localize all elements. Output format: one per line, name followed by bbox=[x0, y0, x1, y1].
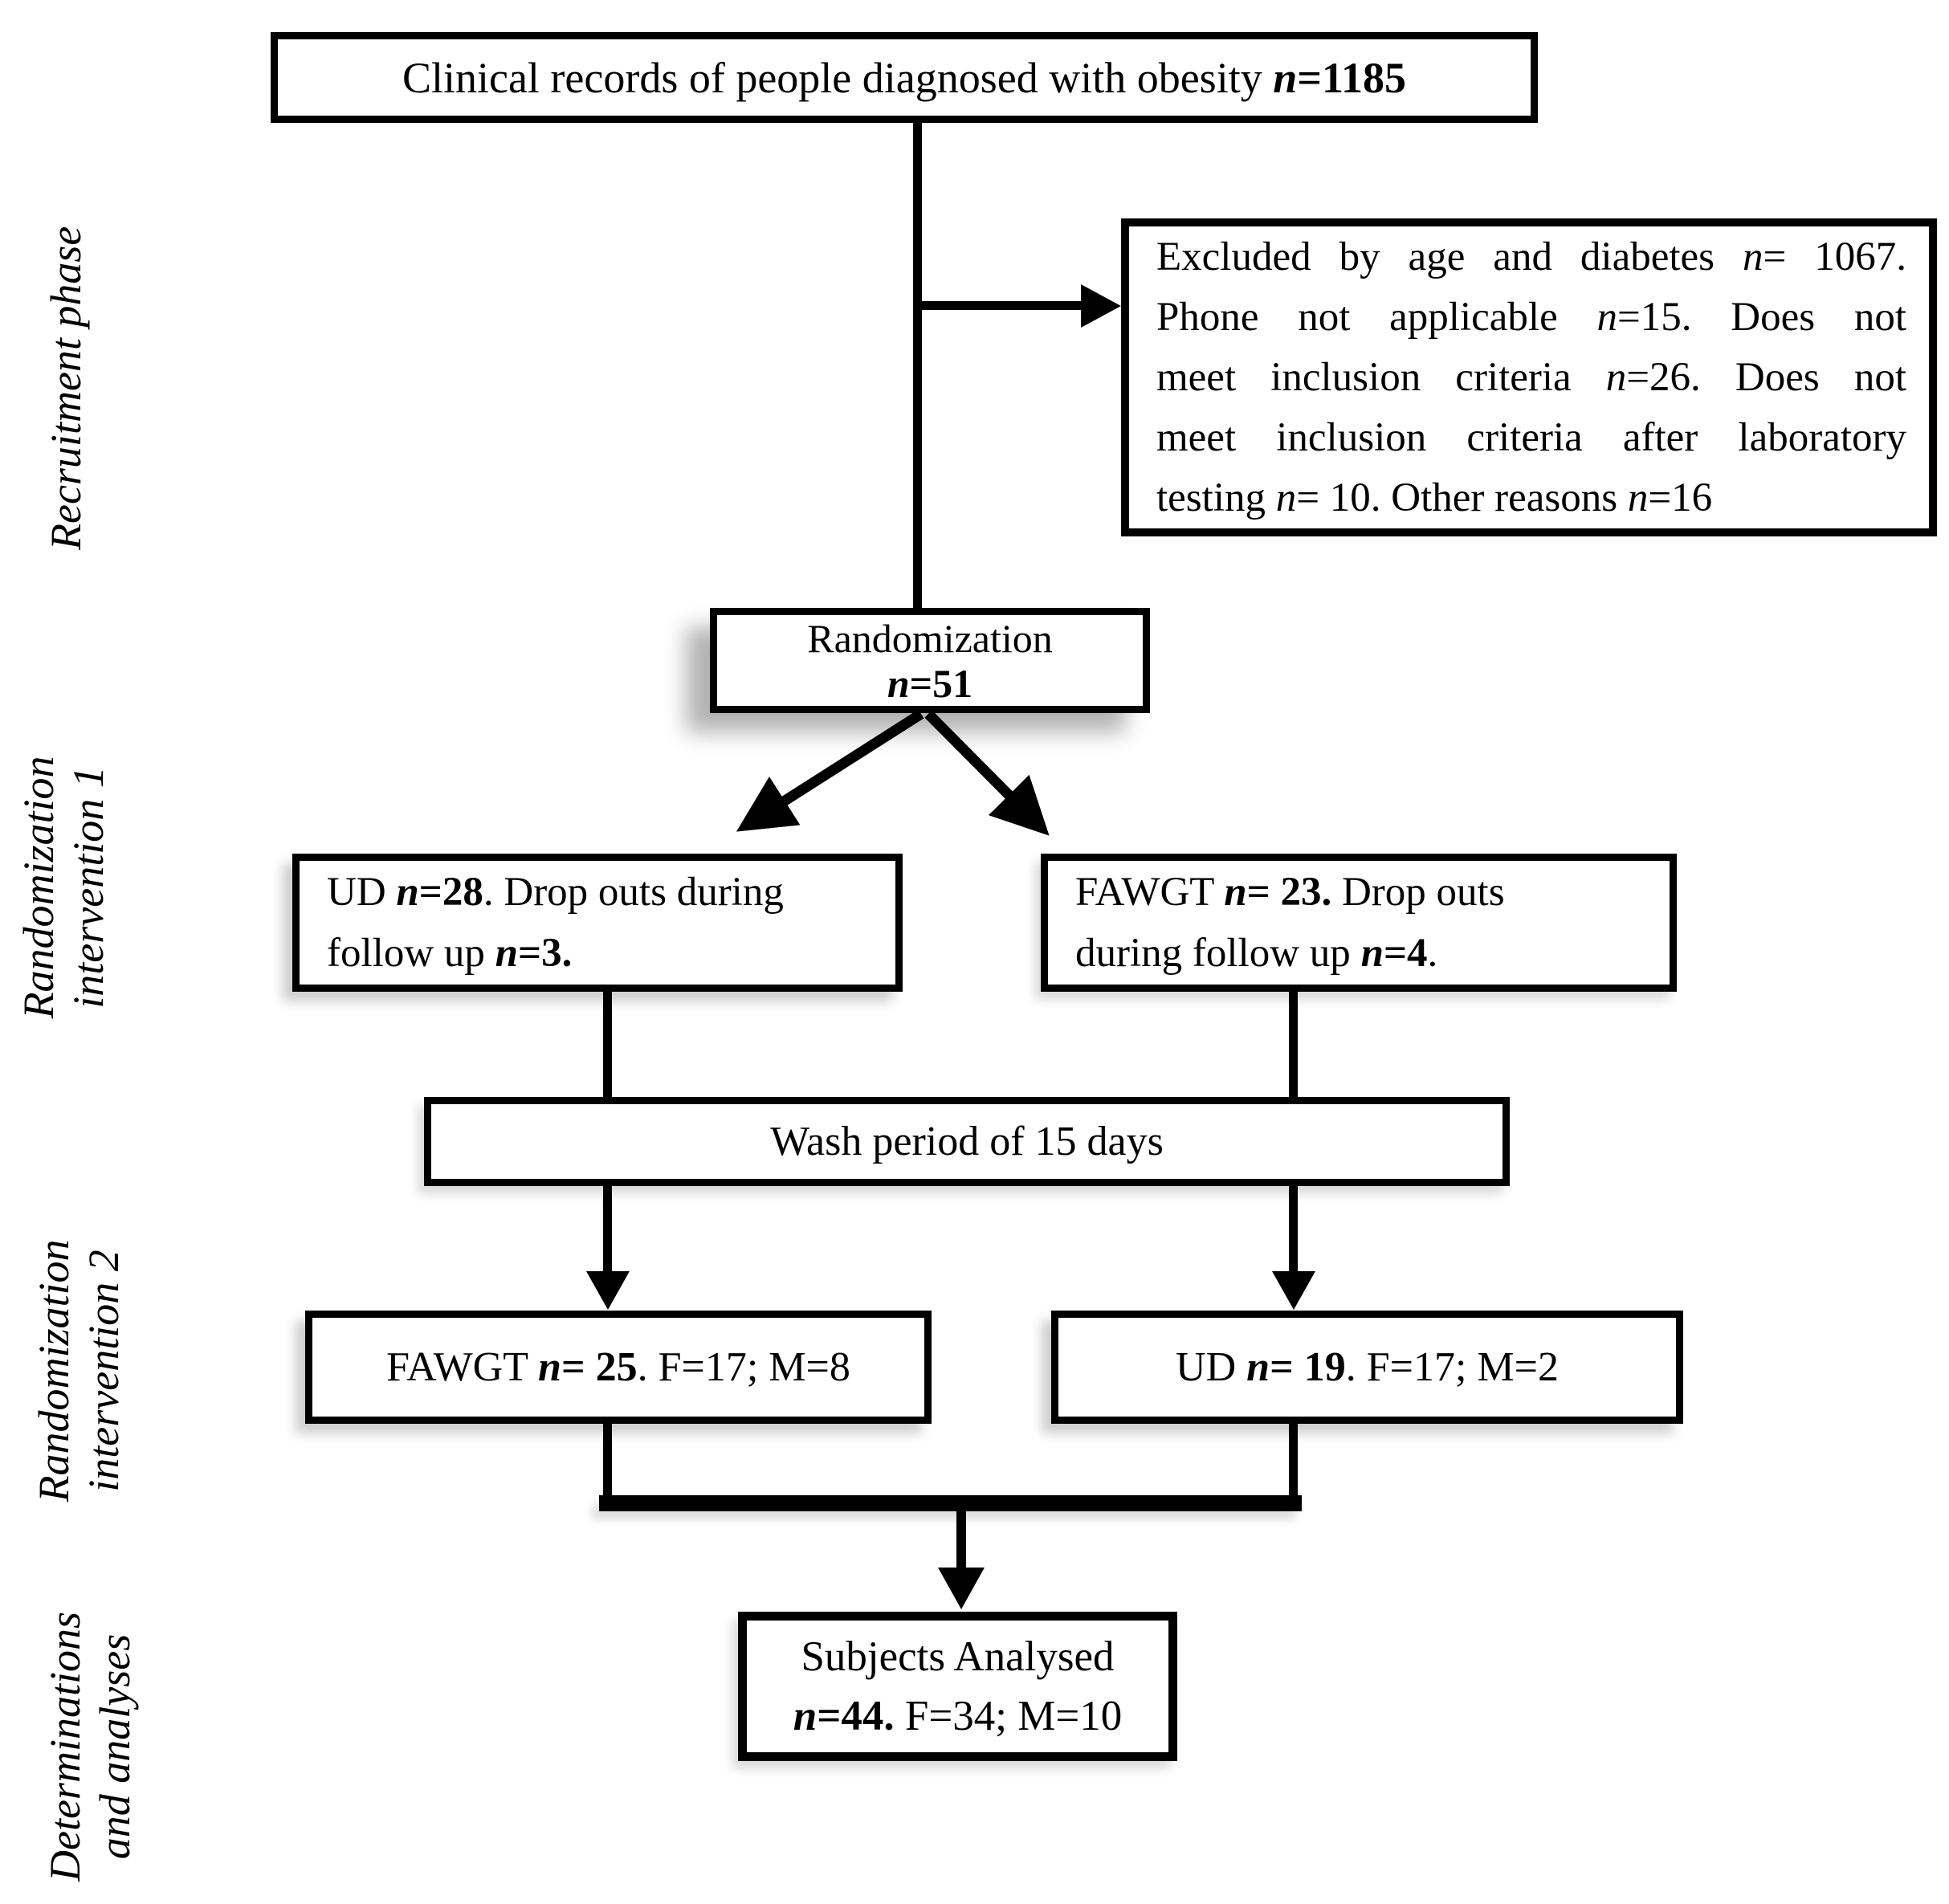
connector-join-horizontal bbox=[599, 1495, 1302, 1511]
excluded-box: Excluded by age and diabetes n= 1067.Pho… bbox=[1121, 218, 1937, 536]
fawgt-intervention2-box: FAWGT n= 25. F=17; M=8 bbox=[305, 1311, 932, 1424]
connector-join-to-subjects bbox=[956, 1510, 966, 1572]
connector-ud1-to-wash bbox=[603, 988, 612, 1100]
connector-wash-to-fawgt2 bbox=[603, 1184, 612, 1275]
connector-fawgt1-to-wash bbox=[1289, 988, 1298, 1100]
arrowhead-subjects-icon bbox=[938, 1568, 985, 1609]
connector-ud2-to-join bbox=[1289, 1421, 1298, 1503]
arrowhead-excluded-icon bbox=[1081, 284, 1121, 328]
connector-wash-to-ud2 bbox=[1289, 1184, 1298, 1275]
arrowhead-ud2-icon bbox=[1272, 1271, 1315, 1310]
connector-to-excluded bbox=[917, 301, 1087, 310]
arrow-randomization-to-ud1 bbox=[736, 709, 924, 832]
arrow-randomization-to-fawgt1 bbox=[924, 710, 1050, 836]
ud-intervention2-box: UD n= 19. F=17; M=2 bbox=[1051, 1311, 1683, 1424]
connector-fawgt2-to-join bbox=[603, 1421, 612, 1503]
clinical-records-box: Clinical records of people diagnosed wit… bbox=[271, 32, 1538, 123]
arrowhead-fawgt2-icon bbox=[586, 1271, 630, 1310]
phase-label-recruitment: Recruitment phase bbox=[42, 226, 90, 550]
connector-top-to-randomization bbox=[913, 120, 922, 610]
wash-period-box: Wash period of 15 days bbox=[424, 1097, 1510, 1186]
